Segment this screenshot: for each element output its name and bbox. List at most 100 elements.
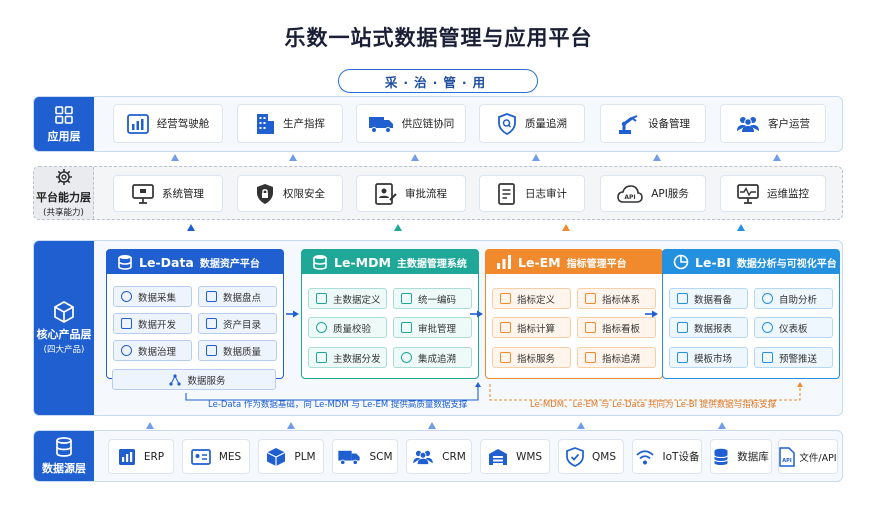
database-icon xyxy=(56,436,72,457)
bar-chart-icon xyxy=(497,255,511,269)
app-card-equipment[interactable]: 设备管理 xyxy=(600,104,706,143)
app-card-supply-chain[interactable]: 供应链协同 xyxy=(356,104,466,143)
up-arrow xyxy=(287,422,295,429)
app-layer-label: 应用层 xyxy=(34,97,94,151)
up-arrow xyxy=(532,154,540,161)
sub-item[interactable]: 审批管理 xyxy=(393,317,472,338)
up-arrow xyxy=(289,154,297,161)
source-layer-label: 数据源层 xyxy=(34,431,94,481)
dashboard-chart-icon xyxy=(126,113,149,134)
sub-item[interactable]: 数据报表 xyxy=(669,317,748,338)
sub-item[interactable]: 统一编码 xyxy=(393,288,472,309)
cube-icon xyxy=(54,301,74,323)
cloud-api-icon: API xyxy=(617,184,643,203)
sub-item[interactable]: 数据看备 xyxy=(669,288,748,309)
database-icon xyxy=(118,255,132,270)
core-layer-label: 核心产品层 (四大产品) xyxy=(34,241,94,415)
users-icon xyxy=(413,450,433,464)
sub-item[interactable]: 指标服务 xyxy=(492,347,571,368)
wifi-icon xyxy=(635,449,654,464)
up-arrow xyxy=(187,224,195,231)
box-icon xyxy=(267,447,286,466)
platform-card-monitoring[interactable]: 运维监控 xyxy=(720,175,826,212)
sub-item[interactable]: 数据质量 xyxy=(198,340,277,361)
network-icon xyxy=(169,373,182,386)
platform-card-api[interactable]: API API服务 xyxy=(600,175,706,212)
warehouse-icon xyxy=(488,448,507,465)
sub-item[interactable]: 指标定义 xyxy=(492,288,571,309)
sub-item[interactable]: 集成追溯 xyxy=(393,347,472,368)
sub-item[interactable]: 指标体系 xyxy=(577,288,656,309)
note-left: Le-Data 作为数据基础，向 Le-MDM 与 Le-EM 提供高质量数据支… xyxy=(208,400,468,410)
sub-item[interactable]: 数据采集 xyxy=(113,286,192,307)
up-arrow xyxy=(773,154,781,161)
up-arrow xyxy=(562,224,570,231)
sub-item[interactable]: 模板市场 xyxy=(669,347,748,368)
monitor-pulse-icon xyxy=(737,183,759,204)
truck-icon xyxy=(338,450,361,465)
app-card-quality-trace[interactable]: 质量追溯 xyxy=(479,104,585,143)
sub-item[interactable]: 自助分析 xyxy=(754,288,833,309)
platform-card-approval[interactable]: 审批流程 xyxy=(356,175,466,212)
sub-item[interactable]: 预警推送 xyxy=(754,347,833,368)
source-card-crm[interactable]: CRM xyxy=(406,439,472,474)
sub-item[interactable]: 指标看板 xyxy=(577,317,656,338)
app-card-customer-ops[interactable]: 客户运营 xyxy=(720,104,826,143)
platform-card-audit[interactable]: 日志审计 xyxy=(479,175,585,212)
page-title: 乐数一站式数据管理与应用平台 xyxy=(284,26,593,50)
app-card-production[interactable]: 生产指挥 xyxy=(237,104,343,143)
sub-item[interactable]: 主数据定义 xyxy=(308,288,387,309)
app-card-cockpit[interactable]: 经营驾驶舱 xyxy=(113,104,223,143)
up-arrow xyxy=(146,422,154,429)
sub-item[interactable]: 数据开发 xyxy=(113,313,192,334)
source-card-mes[interactable]: MES xyxy=(182,439,250,474)
up-arrow xyxy=(737,224,745,231)
file-api-icon: API xyxy=(779,446,796,467)
platform-header: Le-EM 指标管理平台 xyxy=(486,250,662,274)
source-card-qms[interactable]: QMS xyxy=(558,439,624,474)
note-right: Le-MDM、Le-EM 与 Le-Data 共同为 Le-BI 提供数据与指标… xyxy=(530,400,777,410)
log-icon xyxy=(498,182,515,205)
database-icon xyxy=(714,448,729,465)
svg-text:API: API xyxy=(783,458,793,464)
sub-item[interactable]: 数据盘点 xyxy=(198,286,277,307)
source-card-wms[interactable]: WMS xyxy=(480,439,550,474)
platform-card-security[interactable]: 权限安全 xyxy=(237,175,343,212)
shield-check-icon xyxy=(566,446,584,467)
platform-le-bi[interactable]: Le-BI 数据分析与可视化平台 数据看备 自助分析 数据报表 仪表板 模板市场… xyxy=(662,249,840,379)
source-card-plm[interactable]: PLM xyxy=(258,439,324,474)
approval-icon xyxy=(375,182,397,205)
grid-icon xyxy=(55,105,73,124)
platform-le-em[interactable]: Le-EM 指标管理平台 指标定义 指标体系 指标计算 指标看板 指标服务 指标… xyxy=(485,249,663,379)
sub-item[interactable]: 指标追溯 xyxy=(577,347,656,368)
platform-le-data[interactable]: Le-Data 数据资产平台 数据采集 数据盘点 数据开发 资产目录 数据治理 … xyxy=(106,249,284,379)
source-card-iot[interactable]: IoT设备 xyxy=(632,439,702,474)
gear-icon xyxy=(55,169,72,185)
platform-header: Le-BI 数据分析与可视化平台 xyxy=(663,250,839,274)
users-icon xyxy=(737,116,759,132)
sub-item[interactable]: 仪表板 xyxy=(754,317,833,338)
sub-item[interactable]: 主数据分发 xyxy=(308,347,387,368)
up-arrow xyxy=(718,422,726,429)
sub-item[interactable]: 数据治理 xyxy=(113,340,192,361)
pie-chart-icon xyxy=(673,254,689,270)
sub-item[interactable]: 指标计算 xyxy=(492,317,571,338)
data-service-item[interactable]: 数据服务 xyxy=(112,369,276,390)
source-card-database[interactable]: 数据库 xyxy=(710,439,772,474)
up-arrow xyxy=(653,154,661,161)
platform-le-mdm[interactable]: Le-MDM 主数据管理系统 主数据定义 统一编码 质量校验 审批管理 主数据分… xyxy=(301,249,479,379)
source-card-file-api[interactable]: API 文件/API xyxy=(778,439,838,474)
platform-card-system[interactable]: 系统管理 xyxy=(113,175,223,212)
building-icon xyxy=(257,113,274,134)
sub-item[interactable]: 质量校验 xyxy=(308,317,387,338)
monitor-icon xyxy=(132,183,154,204)
platform-header: Le-Data 数据资产平台 xyxy=(107,250,283,274)
sub-item[interactable]: 资产目录 xyxy=(198,313,277,334)
database-icon xyxy=(313,255,327,270)
platform-header: Le-MDM 主数据管理系统 xyxy=(302,250,478,274)
source-card-scm[interactable]: SCM xyxy=(332,439,398,474)
up-arrow xyxy=(171,154,179,161)
source-card-erp[interactable]: ERP xyxy=(108,439,174,474)
shield-lock-icon xyxy=(257,183,273,204)
